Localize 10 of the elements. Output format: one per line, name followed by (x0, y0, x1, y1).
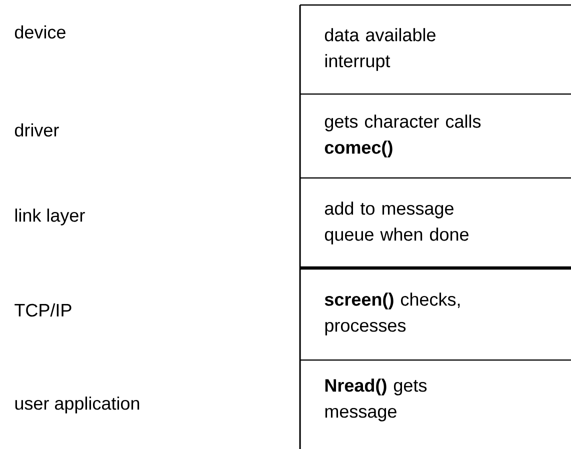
table-cell: Nread() gets message (325, 378, 427, 422)
row-label: driver (14, 123, 59, 137)
row-label: TCP/IP (14, 303, 72, 317)
row-label: user application (15, 396, 140, 414)
table-cell: data available interrupt (324, 28, 436, 71)
table-cell: gets character calls comec() (324, 114, 481, 158)
table-cell: screen() checks, processes (324, 292, 460, 336)
row-label: device (14, 25, 66, 39)
row-label: link layer (15, 208, 85, 226)
table-cell: add to message queue when done (324, 202, 468, 244)
